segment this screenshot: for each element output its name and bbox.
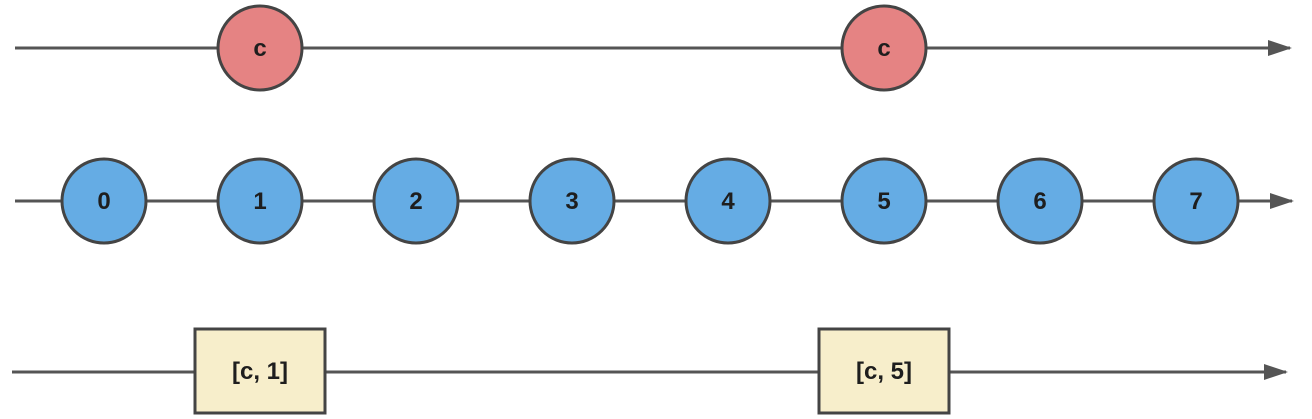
output-box-rect — [817, 327, 951, 415]
interval-marble: 0 — [60, 157, 148, 245]
interval-marble-circle — [996, 157, 1084, 245]
interval-marble-label: 1 — [253, 188, 266, 215]
interval-marble: 7 — [1152, 157, 1240, 245]
output-box-label: [c, 5] — [856, 358, 912, 385]
output-box-rect — [193, 327, 327, 415]
interval-marble-circle — [528, 157, 616, 245]
click-marble: c — [840, 4, 928, 92]
interval-marble-label: 3 — [565, 188, 578, 215]
click-stream-timeline: c c — [15, 4, 1292, 92]
interval-marble-label: 5 — [877, 188, 890, 215]
interval-marble-label: 4 — [721, 188, 735, 215]
interval-marble-circle — [372, 157, 460, 245]
interval-marble: 2 — [372, 157, 460, 245]
interval-marble: 5 — [840, 157, 928, 245]
interval-marble-circle — [216, 157, 304, 245]
click-marble: c — [216, 4, 304, 92]
interval-marble-label: 6 — [1033, 188, 1046, 215]
click-marble-label: c — [877, 35, 890, 62]
interval-marble-circle — [1152, 157, 1240, 245]
interval-marble: 1 — [216, 157, 304, 245]
click-marble-circle — [216, 4, 304, 92]
interval-marble-label: 2 — [409, 188, 422, 215]
interval-marble-circle — [60, 157, 148, 245]
click-marble-circle — [840, 4, 928, 92]
interval-marble-circle — [840, 157, 928, 245]
interval-marble: 6 — [996, 157, 1084, 245]
interval-stream-timeline: 0 1 2 3 4 5 6 7 — [15, 157, 1294, 245]
interval-marble: 3 — [528, 157, 616, 245]
output-box-label: [c, 1] — [232, 358, 288, 385]
click-marble-label: c — [253, 35, 266, 62]
interval-marble-label: 7 — [1189, 188, 1202, 215]
output-box: [c, 1] — [193, 327, 327, 415]
output-box: [c, 5] — [817, 327, 951, 415]
output-stream-timeline: [c, 1] [c, 5] — [12, 327, 1288, 415]
interval-marble-label: 0 — [97, 188, 110, 215]
interval-marble-circle — [684, 157, 772, 245]
interval-marble: 4 — [684, 157, 772, 245]
